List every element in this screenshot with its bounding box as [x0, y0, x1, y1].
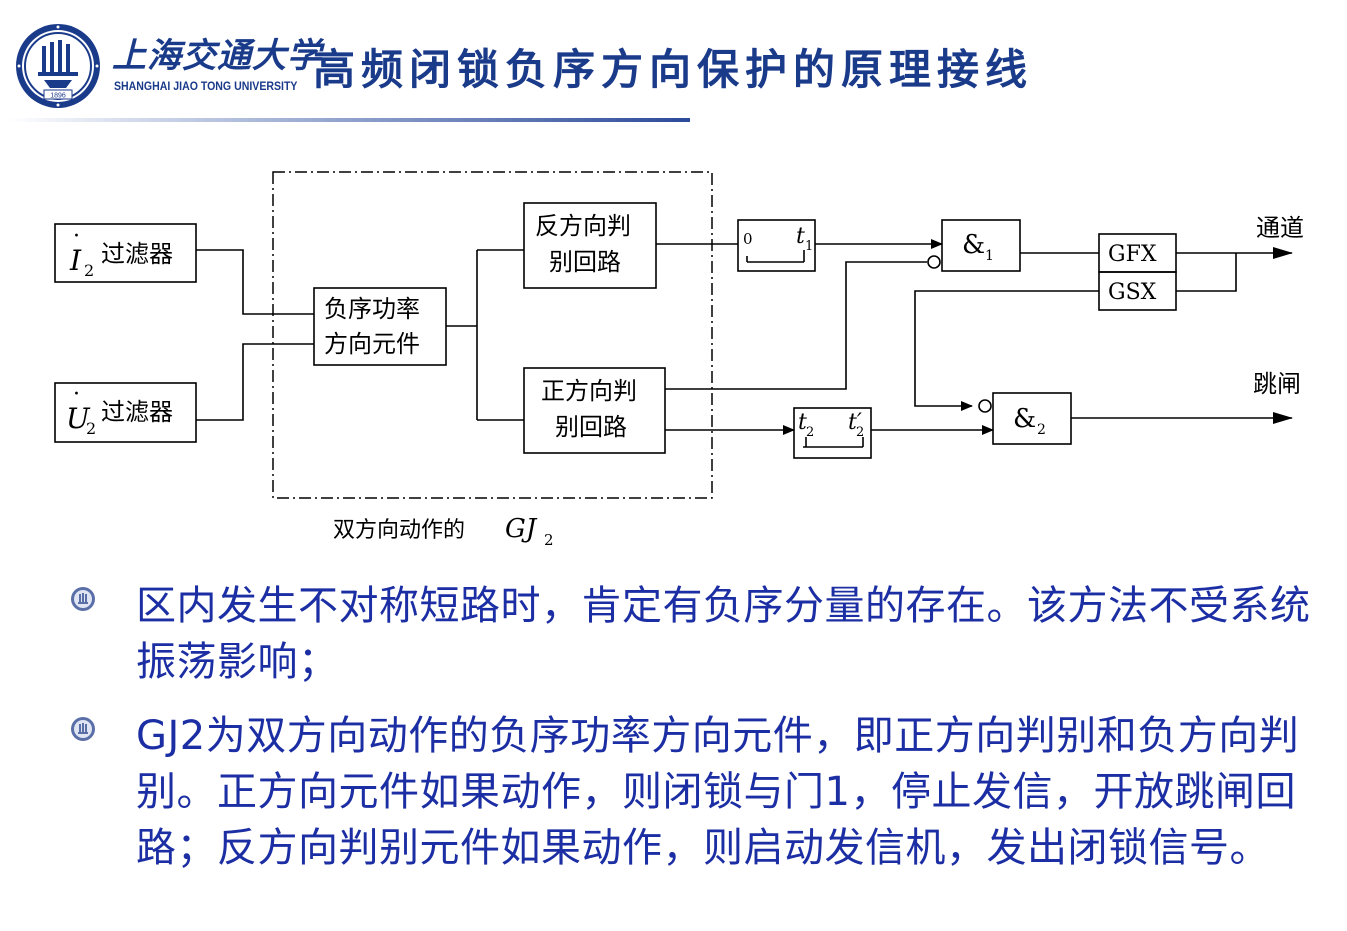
- trip-label: 跳闸: [1253, 370, 1301, 398]
- power-direction-line2: 方向元件: [324, 330, 420, 358]
- reverse-line1: 反方向判: [535, 212, 631, 240]
- and2-inverter: [978, 399, 992, 413]
- gj2-boundary: [272, 171, 713, 499]
- u2-subscript: 2: [86, 419, 96, 438]
- forward-direction-block: [523, 367, 666, 454]
- channel-label: 通道: [1256, 214, 1304, 242]
- gj2-subscript: 2: [544, 531, 554, 549]
- timer2-end-label: t′: [848, 410, 862, 435]
- u2-symbol: U: [66, 402, 91, 435]
- bullet-text: 区内发生不对称短路时，肯定有负序分量的存在。该方法不受系统振荡影响；: [136, 583, 1311, 685]
- forward-line1: 正方向判: [541, 377, 637, 405]
- gj2-symbol: GJ: [505, 514, 538, 544]
- wire-u2: [196, 343, 314, 421]
- timer2-end-subscript: 2: [856, 425, 864, 440]
- reverse-line2: 别回路: [549, 248, 621, 276]
- u2-filter-block: [54, 382, 197, 443]
- reverse-direction-block: [523, 202, 657, 289]
- i2-dot-icon: ·: [73, 224, 80, 249]
- wire-forward-and1: [665, 261, 927, 390]
- u2-filter-label: 过滤器: [101, 398, 173, 426]
- i2-filter-label: 过滤器: [101, 240, 173, 268]
- and1-inverter: [927, 255, 941, 269]
- header-rule: [8, 118, 690, 122]
- gj2-caption: 双方向动作的: [333, 518, 465, 543]
- wire-gsx-loop: [1176, 253, 1237, 292]
- list-item: GJ2为双方向动作的负序功率方向元件，即正方向判别和负方向判别。正方向元件如果动…: [70, 708, 1330, 876]
- timer2-start-label: t: [798, 410, 807, 435]
- gfx-label: GFX: [1108, 242, 1157, 267]
- bullet-list: 区内发生不对称短路时，肯定有负序分量的存在。该方法不受系统振荡影响； GJ2为双…: [70, 578, 1330, 894]
- forward-line2: 别回路: [555, 413, 627, 441]
- university-seal-icon: 1896: [16, 24, 100, 108]
- u2-dot-icon: ·: [73, 382, 80, 407]
- logo-name-cn: 上海交通大学: [112, 36, 322, 76]
- slide-header: 1896 上海交通大学 SHANGHAI JIAO TONG UNIVERSIT…: [0, 0, 1347, 130]
- i2-symbol: I: [69, 244, 82, 277]
- seal-bullet-icon: [71, 717, 95, 741]
- logo-name-en: SHANGHAI JIAO TONG UNIVERSITY: [114, 79, 298, 93]
- and1-label: &: [962, 230, 985, 260]
- timer1-subscript: 1: [805, 239, 813, 254]
- timer-t1-block: [737, 219, 816, 272]
- gsx-label: GSX: [1108, 280, 1157, 305]
- timer1-start-label: 0: [743, 230, 753, 248]
- and2-label: &: [1013, 404, 1036, 434]
- i2-filter-block: [54, 223, 197, 283]
- seal-bullet-icon: [71, 587, 95, 611]
- bullet-text: GJ2为双方向动作的负序功率方向元件，即正方向判别和负方向判别。正方向元件如果动…: [136, 713, 1300, 871]
- and1-subscript: 1: [985, 248, 994, 264]
- i2-subscript: 2: [84, 261, 94, 280]
- logo-year: 1896: [50, 93, 66, 100]
- slide-title: 高频闭锁负序方向保护的原理接线: [313, 45, 1034, 94]
- timer1-end-label: t: [796, 224, 805, 249]
- wire-i2: [196, 249, 314, 315]
- timer2-start-subscript: 2: [806, 425, 814, 440]
- wire-gsx-and2: [914, 290, 1099, 411]
- list-item: 区内发生不对称短路时，肯定有负序分量的存在。该方法不受系统振荡影响；: [70, 578, 1330, 690]
- and2-subscript: 2: [1037, 422, 1046, 438]
- wiring-diagram: I · 2 过滤器 U · 2 过滤器 负序功率 方向元件 反方向判 别回路 正…: [54, 171, 1304, 549]
- power-direction-line1: 负序功率: [324, 295, 420, 323]
